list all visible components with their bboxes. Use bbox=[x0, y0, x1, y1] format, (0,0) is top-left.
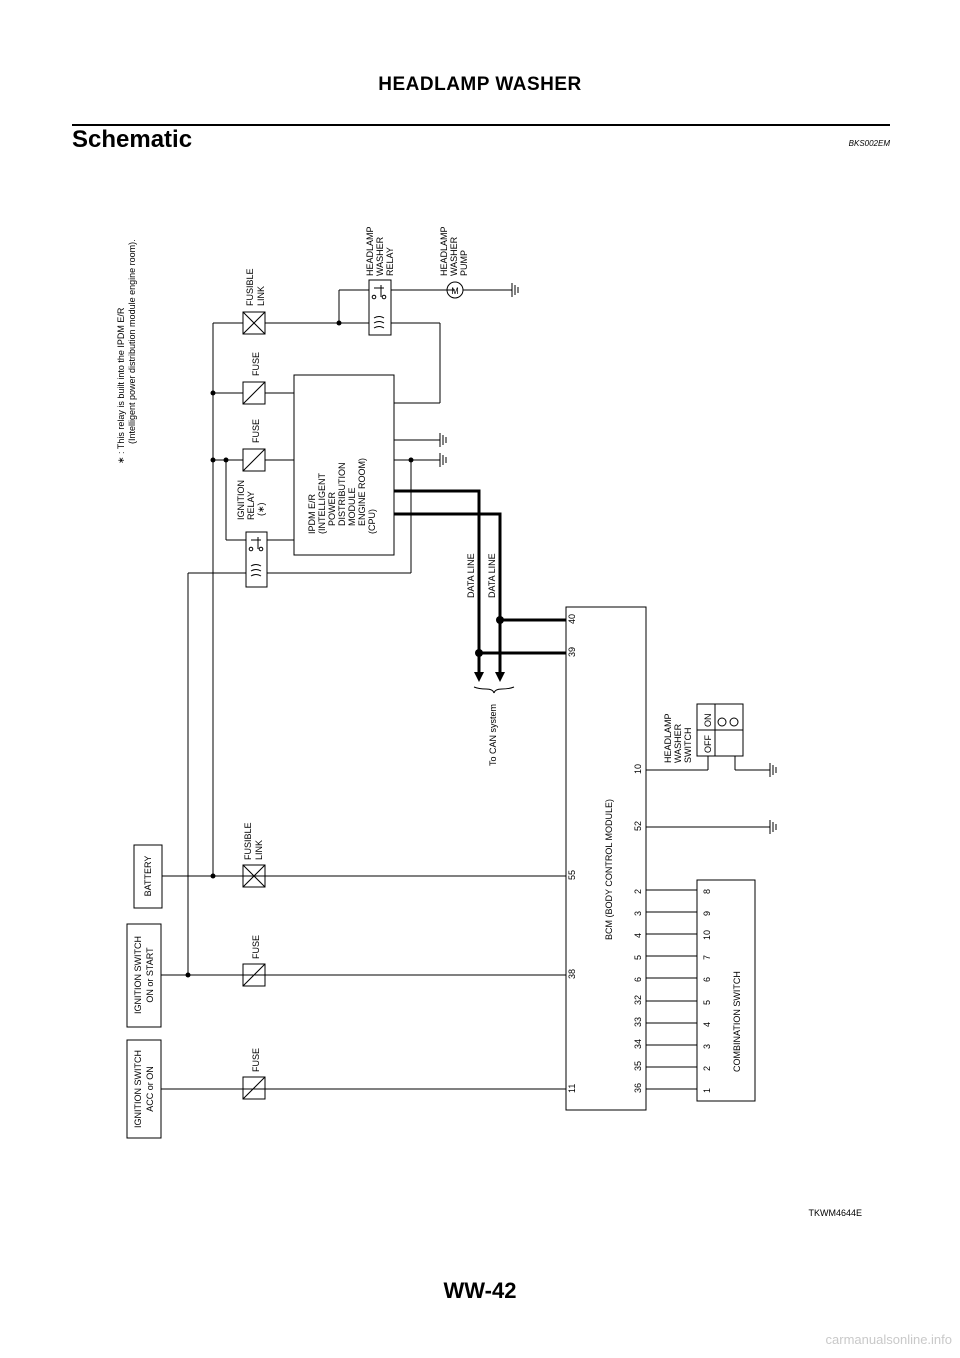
note-symbol: ∗ bbox=[116, 456, 126, 464]
ground-ipdm-1 bbox=[439, 433, 447, 447]
ipdm-label-4: MODULE bbox=[347, 487, 357, 526]
hw-switch-label-1: WASHER bbox=[673, 723, 683, 763]
data-line-1: DATA LINE bbox=[466, 553, 476, 598]
fuse-start bbox=[242, 963, 266, 987]
ipdm-er-box bbox=[293, 374, 395, 556]
bcm-pin-3: 3 bbox=[633, 911, 643, 916]
fusible-battery-label-1: FUSIBLE bbox=[243, 822, 253, 860]
bcm-pin-32: 32 bbox=[633, 995, 643, 1005]
comb-pin-4: 4 bbox=[702, 1022, 712, 1027]
ipdm-label-5: ENGINE ROOM) bbox=[357, 458, 367, 526]
switch-off-label: OFF bbox=[703, 735, 713, 753]
note-line-1: : This relay is built into the IPDM E/R bbox=[116, 307, 126, 454]
bcm-pin-40: 40 bbox=[567, 614, 577, 624]
bcm-pin-34: 34 bbox=[633, 1039, 643, 1049]
hw-relay-label-1: WASHER bbox=[375, 236, 385, 276]
headlamp-washer-relay bbox=[368, 279, 392, 336]
bcm-pin-52: 52 bbox=[633, 821, 643, 831]
fusible-link-battery bbox=[242, 864, 266, 888]
bcm-label: BCM (BODY CONTROL MODULE) bbox=[604, 799, 614, 940]
fusible-relay-label-1: FUSIBLE bbox=[245, 268, 255, 306]
ign-acc-label-2: ACC or ON bbox=[145, 1066, 155, 1112]
battery-label: BATTERY bbox=[143, 856, 153, 897]
combination-switch-box bbox=[696, 879, 756, 1102]
bcm-pin-2: 2 bbox=[633, 889, 643, 894]
comb-pin-9: 9 bbox=[702, 911, 712, 916]
bcm-box bbox=[565, 606, 647, 1111]
header-rule bbox=[72, 124, 890, 126]
comb-pin-6: 6 bbox=[702, 977, 712, 982]
ign-start-label-2: ON or START bbox=[145, 947, 155, 1003]
ground-pump bbox=[511, 283, 519, 297]
data-line-2: DATA LINE bbox=[487, 553, 497, 598]
ipdm-label-1: (INTELLIGENT bbox=[317, 472, 327, 534]
bcm-pin-55: 55 bbox=[567, 870, 577, 880]
bcm-pin-36: 36 bbox=[633, 1083, 643, 1093]
footer-watermark: carmanualsonline.info bbox=[825, 1332, 952, 1347]
comb-pin-3: 3 bbox=[702, 1044, 712, 1049]
motor-label: M bbox=[451, 286, 459, 296]
fuse-relay-label: FUSE bbox=[251, 419, 261, 443]
hw-relay-label-2: RELAY bbox=[385, 247, 395, 276]
comb-pin-7: 7 bbox=[702, 955, 712, 960]
combination-switch-pins: 1 2 3 4 5 6 7 10 9 8 bbox=[702, 889, 712, 1093]
ign-relay-label-2: RELAY bbox=[246, 491, 256, 520]
fusible-battery-label-2: LINK bbox=[254, 840, 264, 860]
section-title: Schematic bbox=[72, 126, 193, 153]
diagram-code: TKWM4644E bbox=[808, 1208, 862, 1218]
hw-pump-label-1: WASHER bbox=[449, 236, 459, 276]
ground-bcm-52 bbox=[769, 820, 777, 834]
bcm-pin-35: 35 bbox=[633, 1061, 643, 1071]
ign-relay-label-3: (∗) bbox=[256, 502, 266, 516]
combination-switch-label: COMBINATION SWITCH bbox=[732, 971, 742, 1072]
fuse-ipdm-label: FUSE bbox=[251, 352, 261, 376]
fuse-start-label: FUSE bbox=[251, 935, 261, 959]
bcm-pin-4: 4 bbox=[633, 933, 643, 938]
ipdm-label-3: DISTRIBUTION bbox=[337, 462, 347, 526]
switch-on-label: ON bbox=[703, 714, 713, 728]
ign-relay-label-1: IGNITION bbox=[236, 480, 246, 520]
section-code: BKS002EM bbox=[848, 139, 890, 148]
ground-ipdm-2 bbox=[439, 453, 447, 467]
bcm-pin-6: 6 bbox=[633, 977, 643, 982]
page-title: HEADLAMP WASHER bbox=[378, 74, 582, 95]
ipdm-label-6: (CPU) bbox=[367, 509, 377, 534]
comb-pin-1: 1 bbox=[702, 1088, 712, 1093]
hw-relay-label-0: HEADLAMP bbox=[365, 226, 375, 276]
bcm-pin-10: 10 bbox=[633, 764, 643, 774]
comb-pin-8: 8 bbox=[702, 889, 712, 894]
hw-switch-label-0: HEADLAMP bbox=[663, 713, 673, 763]
hw-switch-label-2: SWITCH bbox=[683, 728, 693, 764]
hw-pump-label-2: PUMP bbox=[459, 250, 469, 276]
bcm-bottom-pins: 36 35 34 33 32 6 5 4 3 2 bbox=[633, 889, 643, 1093]
comb-pin-2: 2 bbox=[702, 1066, 712, 1071]
bcm-pin-38: 38 bbox=[567, 969, 577, 979]
bcm-pin-33: 33 bbox=[633, 1017, 643, 1027]
note-line-2: (Intelligent power distribution module e… bbox=[127, 239, 137, 444]
ignition-relay bbox=[245, 531, 268, 588]
fusible-relay-label-2: LINK bbox=[256, 286, 266, 306]
hw-pump-label-0: HEADLAMP bbox=[439, 226, 449, 276]
fuse-acc bbox=[242, 1076, 266, 1100]
comb-pin-10: 10 bbox=[702, 930, 712, 940]
comb-pin-5: 5 bbox=[702, 1000, 712, 1005]
bcm-pin-39: 39 bbox=[567, 647, 577, 657]
ipdm-label-0: IPDM E/R bbox=[307, 493, 317, 534]
bcm-pin-5: 5 bbox=[633, 955, 643, 960]
ipdm-label-2: POWER bbox=[327, 491, 337, 526]
ground-washer-switch bbox=[769, 763, 777, 777]
ign-start-label-1: IGNITION SWITCH bbox=[133, 936, 143, 1014]
page-number: WW-42 bbox=[443, 1278, 517, 1303]
can-system-label: To CAN system bbox=[488, 704, 498, 766]
ign-acc-label-1: IGNITION SWITCH bbox=[133, 1050, 143, 1128]
bcm-pin-11: 11 bbox=[567, 1084, 577, 1093]
fuse-acc-label: FUSE bbox=[251, 1048, 261, 1072]
